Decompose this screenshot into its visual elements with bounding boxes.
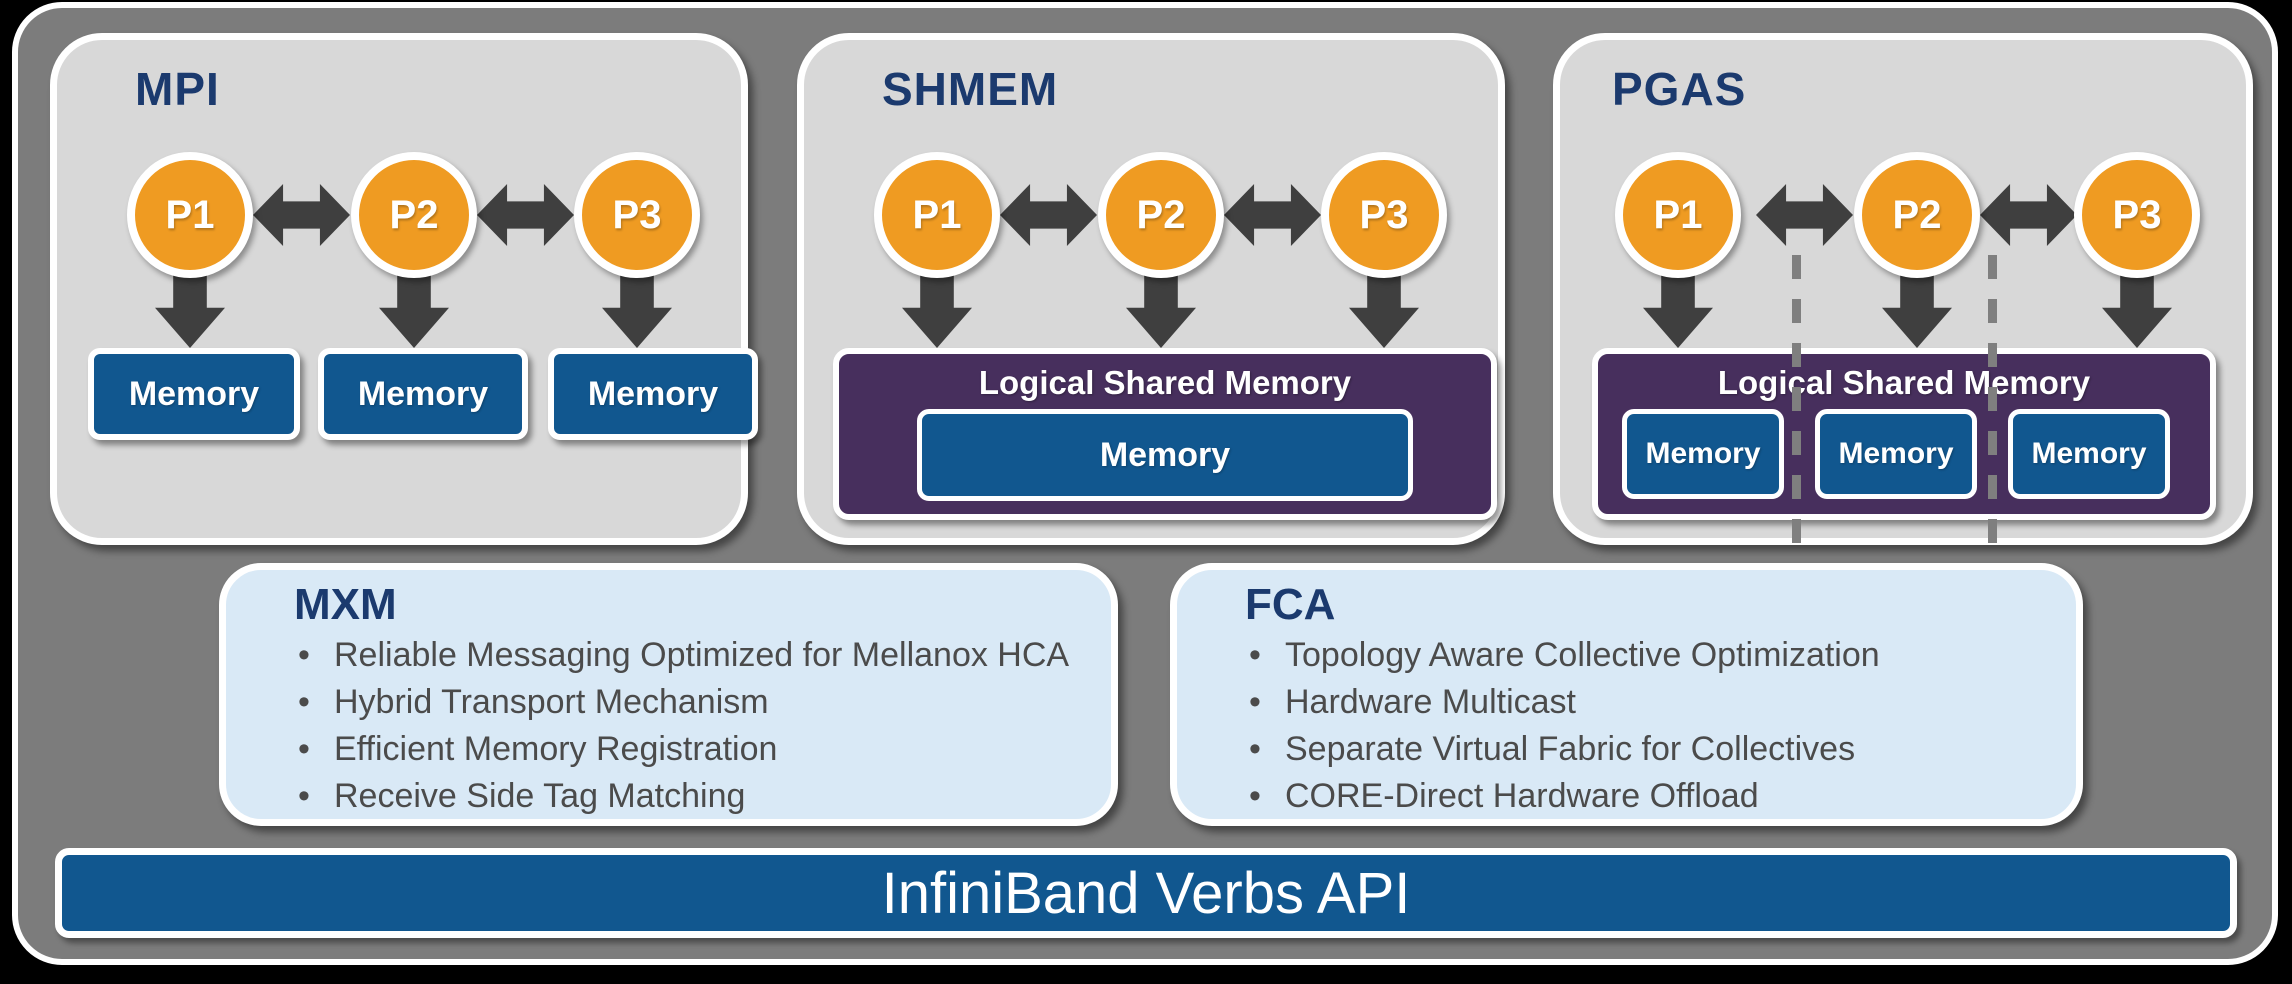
- double-arrow-icon: [1756, 184, 1853, 246]
- bullet-item: Reliable Messaging Optimized for Mellano…: [294, 632, 1091, 679]
- bullet-item: Receive Side Tag Matching: [294, 773, 1091, 820]
- process-circle-p3: P3: [574, 152, 700, 278]
- bullet-item: Efficient Memory Registration: [294, 726, 1091, 773]
- memory-box: Memory: [917, 409, 1413, 501]
- bullet-item: Topology Aware Collective Optimization: [1245, 632, 2056, 679]
- shared-memory-box: Logical Shared Memory Memory Memory Memo…: [1592, 348, 2216, 520]
- memory-box: Memory: [1815, 409, 1977, 499]
- panel-mpi: MPI P1 P2 P3 Memory Memory Memory: [50, 33, 758, 545]
- panel-shmem: SHMEM P1 P2 P3 Logical Shared Memory Mem…: [797, 33, 1505, 545]
- bullet-item: Hybrid Transport Mechanism: [294, 679, 1091, 726]
- feature-box-fca: FCA Topology Aware Collective Optimizati…: [1170, 563, 2083, 826]
- process-circle-p3: P3: [1321, 152, 1447, 278]
- down-arrow-icon: [1349, 272, 1419, 348]
- process-circle-p1: P1: [874, 152, 1000, 278]
- down-arrow-icon: [902, 272, 972, 348]
- memory-box: Memory: [88, 348, 300, 440]
- double-arrow-icon: [1980, 184, 2077, 246]
- shared-memory-label: Logical Shared Memory: [1717, 364, 2091, 401]
- process-circle-p2: P2: [1854, 152, 1980, 278]
- double-arrow-icon: [253, 184, 350, 246]
- down-arrow-icon: [155, 272, 225, 348]
- panel-title: MPI: [135, 63, 220, 115]
- shared-memory-box: Logical Shared Memory Memory: [833, 348, 1497, 520]
- process-circle-p3: P3: [2074, 152, 2200, 278]
- dashed-partition-line: [1792, 255, 1801, 560]
- down-arrow-icon: [1126, 272, 1196, 348]
- memory-box: Memory: [1622, 409, 1784, 499]
- panel-title: PGAS: [1612, 63, 1747, 115]
- memory-box: Memory: [318, 348, 528, 440]
- bullet-item: Separate Virtual Fabric for Collectives: [1245, 726, 2056, 773]
- process-circle-p2: P2: [1098, 152, 1224, 278]
- process-circle-p1: P1: [1615, 152, 1741, 278]
- shared-memory-label: Logical Shared Memory: [978, 364, 1352, 401]
- feature-box-mxm: MXM Reliable Messaging Optimized for Mel…: [219, 563, 1118, 826]
- process-circle-p2: P2: [351, 152, 477, 278]
- double-arrow-icon: [1000, 184, 1097, 246]
- dashed-partition-line: [1988, 255, 1997, 560]
- feature-bullet-list: Reliable Messaging Optimized for Mellano…: [294, 632, 1091, 820]
- down-arrow-icon: [602, 272, 672, 348]
- bullet-item: CORE-Direct Hardware Offload: [1245, 773, 2056, 820]
- panel-title: SHMEM: [882, 63, 1059, 115]
- feature-title: FCA: [1245, 580, 1336, 629]
- infiniband-verbs-api-bar: InfiniBand Verbs API: [55, 848, 2237, 938]
- feature-bullet-list: Topology Aware Collective Optimization H…: [1245, 632, 2056, 820]
- down-arrow-icon: [1882, 272, 1952, 348]
- down-arrow-icon: [379, 272, 449, 348]
- feature-title: MXM: [294, 580, 397, 629]
- double-arrow-icon: [1224, 184, 1321, 246]
- down-arrow-icon: [1643, 272, 1713, 348]
- memory-box: Memory: [2008, 409, 2170, 499]
- double-arrow-icon: [477, 184, 574, 246]
- process-circle-p1: P1: [127, 152, 253, 278]
- memory-box: Memory: [548, 348, 758, 440]
- panel-pgas: PGAS P1 P2 P3 Logical Shared Memory Memo…: [1553, 33, 2253, 560]
- down-arrow-icon: [2102, 272, 2172, 348]
- bullet-item: Hardware Multicast: [1245, 679, 2056, 726]
